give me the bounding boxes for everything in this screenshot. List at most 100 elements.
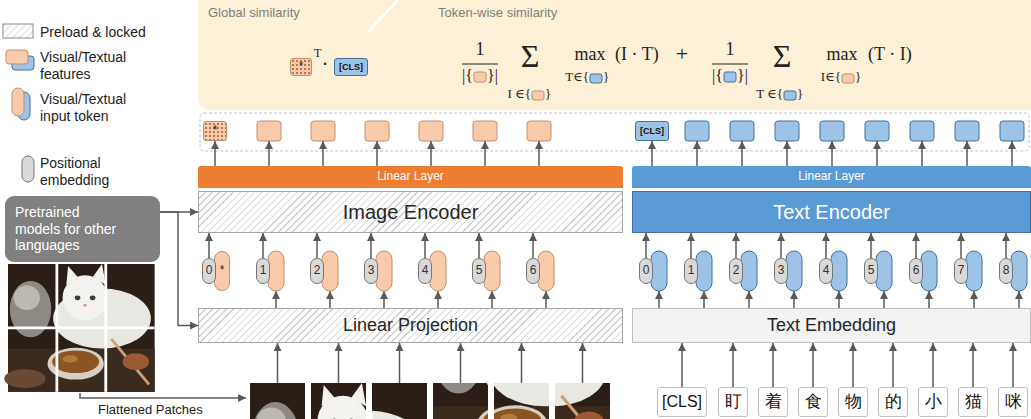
cat-photo [4, 264, 154, 392]
node-text: 3 [778, 264, 785, 278]
node-text: 4 [823, 264, 830, 278]
input-token-pill [268, 251, 284, 291]
projection-box: Linear Projection [198, 308, 623, 343]
flow-arrow [437, 291, 439, 308]
positional-embedding: 1 [256, 258, 270, 284]
node-text: 小 [925, 392, 942, 412]
cat-photo [4, 264, 154, 392]
flow-arrow [268, 141, 270, 166]
formula-text: max [575, 45, 606, 63]
node-text: Text Embedding [767, 315, 896, 336]
input-token-pill [430, 251, 446, 291]
formula-text: |{ [462, 68, 473, 84]
node-text: Linear Projection [343, 315, 478, 336]
image-patch [250, 383, 305, 419]
flow-arrow [812, 343, 814, 387]
flow-arrow [521, 343, 523, 383]
flow-arrow [741, 141, 743, 166]
node-text: 1 [260, 264, 267, 278]
image-patch [555, 383, 610, 419]
positional-embedding: 4 [418, 258, 432, 284]
positional-embedding: 0 [639, 258, 653, 284]
flow-arrow [966, 141, 968, 166]
positional-embedding: 2 [310, 258, 324, 284]
node-text: 6 [530, 264, 537, 278]
flow-arrow [928, 291, 930, 308]
linear-layer: Linear Layer [632, 166, 1031, 188]
flow-arrow [1005, 233, 1007, 258]
node-text: 的 [885, 392, 902, 412]
node-text: 0 [206, 264, 213, 278]
formula-text: I ∈{ [508, 87, 531, 100]
text-token: 盯 [718, 387, 748, 417]
node-text: Image Encoder [343, 201, 479, 224]
feature-box [419, 121, 443, 141]
flow-arrow [735, 233, 737, 258]
feature-box [865, 121, 889, 141]
node-text: 3 [368, 264, 375, 278]
input-token-pill [322, 251, 338, 291]
feature-box [730, 121, 754, 141]
node-text: Global similarity [208, 6, 300, 21]
caption-text: Flattened Patches [98, 403, 203, 416]
flow-arrow [160, 212, 198, 326]
positional-embedding: 5 [472, 258, 486, 284]
flow-arrow [1018, 291, 1020, 308]
image-patch [433, 383, 488, 419]
image-patch [250, 383, 305, 419]
flow-arrow [838, 291, 840, 308]
feature-box [311, 121, 335, 141]
flow-arrow [876, 141, 878, 166]
legend-entry: Preload & locked [40, 24, 150, 41]
flow-arrow [658, 291, 660, 308]
image-patch [372, 383, 427, 419]
text-token: 食 [798, 387, 828, 417]
positional-embedding: 6 [526, 258, 540, 284]
formula-text: · [322, 54, 329, 74]
formula-text: T ∈{ [756, 87, 783, 100]
node-text: Linear Layer [798, 170, 865, 184]
positional-embedding: 3 [364, 258, 378, 284]
encoder-box: Image Encoder [198, 191, 623, 233]
feature-box [1000, 121, 1024, 141]
flow-arrow [772, 343, 774, 387]
node-text: 着 [765, 392, 782, 412]
linear-layer: Linear Layer [198, 166, 623, 188]
node-text: 5 [476, 264, 483, 278]
formula-text: T [314, 47, 321, 59]
input-token-pill [1011, 251, 1027, 291]
flow-arrow [329, 291, 331, 308]
formula-text: 1 [726, 40, 735, 58]
flow-arrow [376, 141, 378, 166]
node-text: 6 [913, 264, 920, 278]
output-frame [200, 113, 1029, 151]
formula-text: 1 [476, 40, 485, 58]
flow-arrow [681, 343, 683, 387]
positional-embedding: 1 [684, 258, 698, 284]
legend-entry: Visual/Textual features [40, 49, 150, 83]
legend-swatches [6, 50, 28, 64]
flow-arrow [892, 343, 894, 387]
node-text: 猫 [965, 392, 982, 412]
input-token-pill [538, 251, 554, 291]
flow-arrow [651, 141, 653, 166]
node-text: * [220, 264, 225, 278]
input-token-pill [966, 251, 982, 291]
feature-box: * [290, 58, 312, 76]
input-token-pill [651, 251, 667, 291]
input-token-pill [741, 251, 757, 291]
flow-arrow [703, 291, 705, 308]
flow-arrow [430, 141, 432, 166]
legend-swatches [12, 88, 24, 116]
flow-arrow [793, 291, 795, 308]
formula-text: |{ [712, 68, 723, 84]
text-token: [CLS] [657, 387, 707, 417]
node-text: 1 [688, 264, 695, 278]
image-patch [311, 383, 366, 419]
flow-arrow [786, 141, 788, 166]
text-token: 着 [758, 387, 788, 417]
flow-arrow [316, 233, 318, 258]
flow-arrow [645, 233, 647, 258]
input-token: * [214, 251, 230, 291]
flow-arrow [825, 233, 827, 258]
